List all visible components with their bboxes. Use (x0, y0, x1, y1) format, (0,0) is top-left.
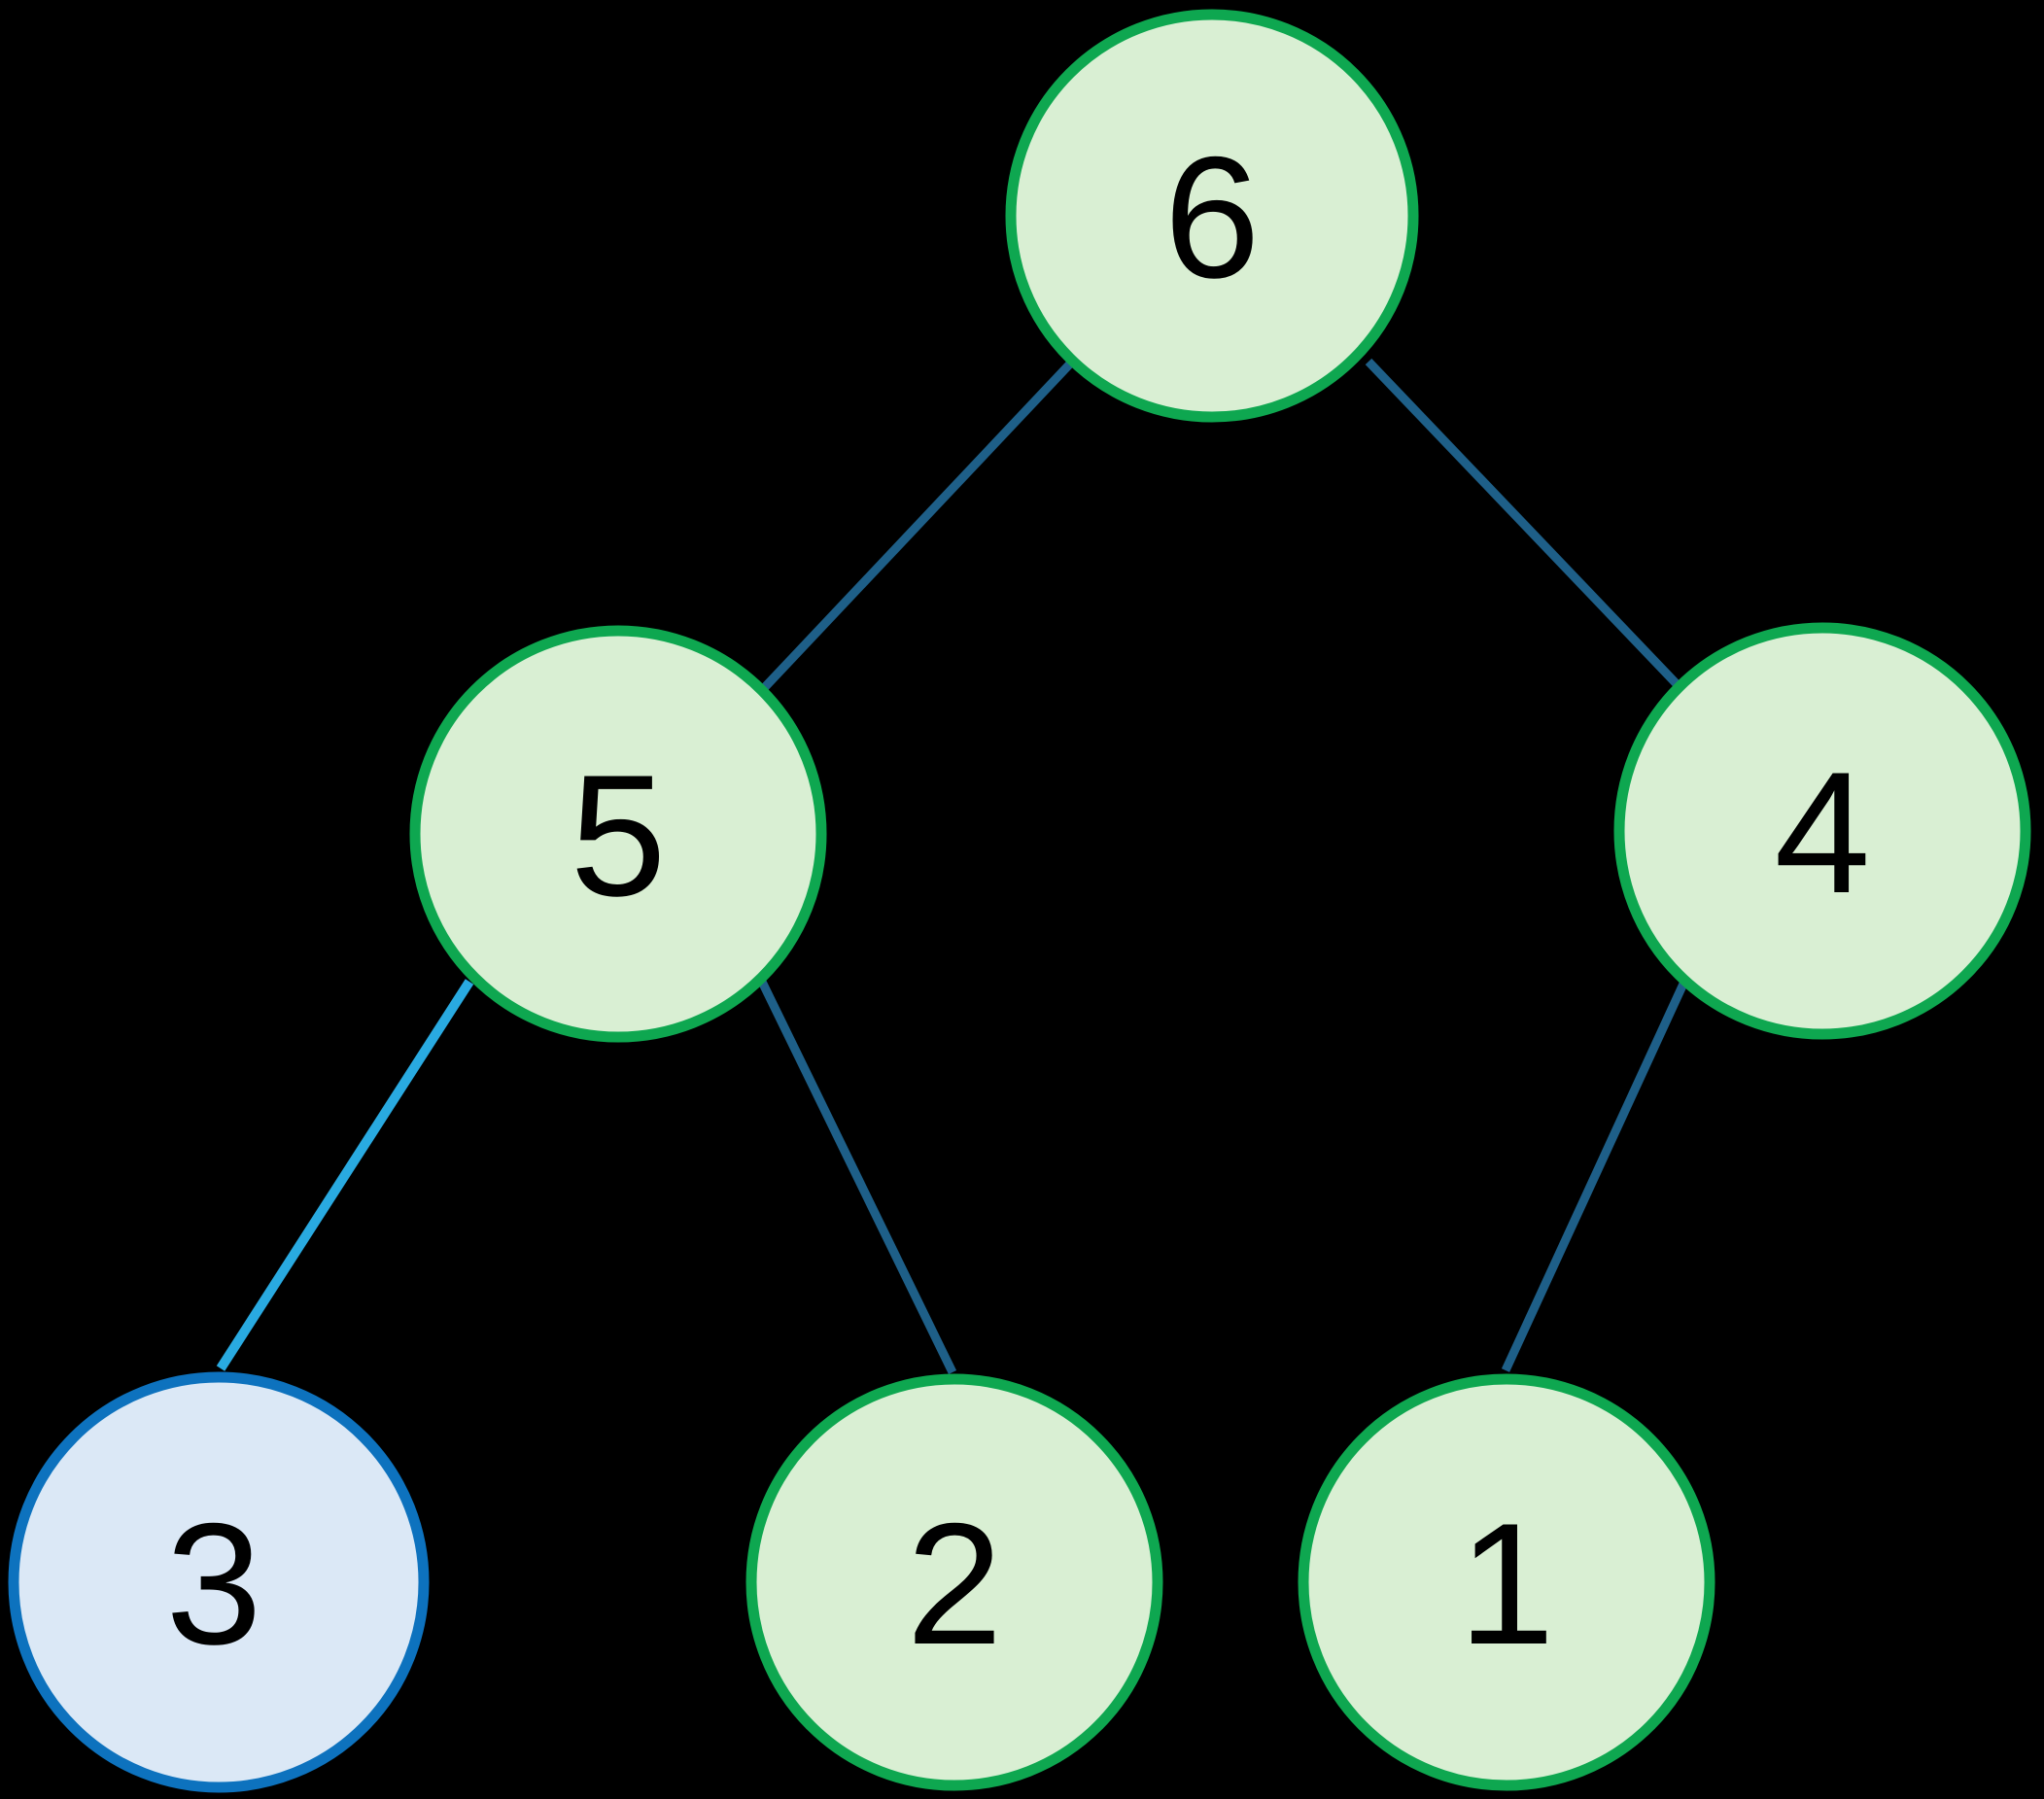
node-4-circle (1613, 622, 2031, 1040)
node-5-circle (409, 625, 827, 1043)
node-4-label: 4 (1775, 736, 1871, 929)
node-6-circle (1005, 9, 1419, 423)
tree-node-5: 5 (409, 625, 827, 1043)
node-2-circle (745, 1373, 1163, 1791)
edge-6-5 (761, 356, 1078, 691)
tree-node-1: 1 (1298, 1373, 1715, 1791)
node-1-label: 1 (1459, 1487, 1555, 1680)
node-6-label: 6 (1164, 121, 1261, 314)
tree-node-2: 2 (745, 1373, 1163, 1791)
tree-node-3-highlighted: 3 (8, 1371, 430, 1793)
edge-6-4 (1365, 358, 1684, 692)
node-2-label: 2 (907, 1487, 1003, 1680)
node-3-circle (8, 1371, 430, 1793)
edge-5-3-highlighted (216, 979, 474, 1371)
node-1-circle (1298, 1373, 1715, 1791)
tree-node-4: 4 (1613, 622, 2031, 1040)
node-5-label: 5 (571, 739, 667, 932)
node-3-label: 3 (166, 1487, 262, 1680)
tree-node-6: 6 (1005, 9, 1419, 423)
edge-5-2 (757, 980, 957, 1374)
edge-4-1 (1501, 980, 1689, 1372)
